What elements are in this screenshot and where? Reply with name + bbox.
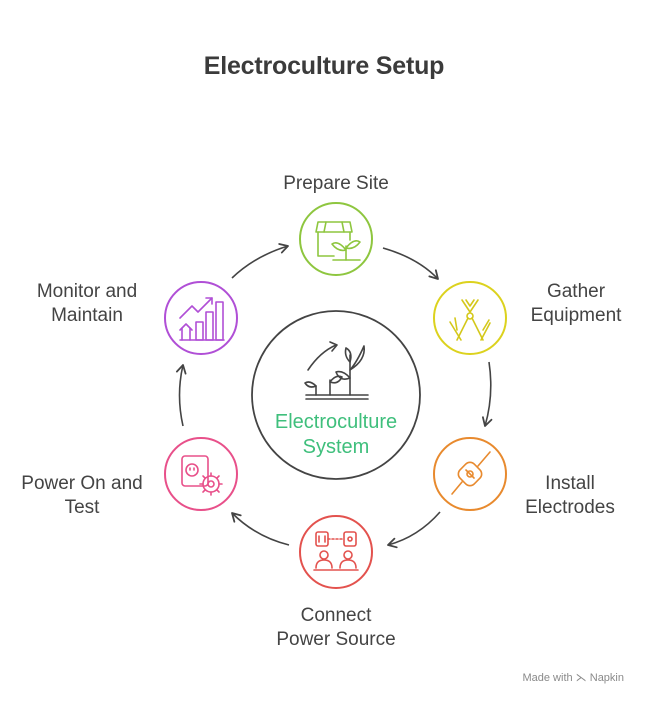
footer-credit: Made with ⋋ Napkin (522, 671, 624, 684)
center-label-line2: System (303, 436, 370, 458)
step-monitor-maintain: Monitor and Maintain (37, 281, 238, 355)
arrow-connect-to-power (231, 512, 290, 546)
step-power-on-test: Power On and Test (21, 437, 238, 518)
step-label-power-line1: Power On and (21, 473, 142, 494)
step-install-electrodes: Install Electrodes (433, 437, 615, 518)
step-label-install-line1: Install (545, 473, 595, 494)
plug-connection-icon (313, 531, 359, 571)
center-node: Electroculture System (251, 310, 421, 480)
step-label-gather-line1: Gather (547, 281, 606, 302)
arrow-install-to-connect (387, 511, 441, 549)
step-label-connect-line2: Power Source (276, 629, 395, 650)
plant-growth-icon (304, 341, 369, 400)
step-prepare-site: Prepare Site (283, 173, 389, 276)
footer-made-with: Made with (522, 672, 573, 684)
step-label-monitor-line2: Maintain (51, 305, 123, 326)
step-connect-power: Connect Power Source (276, 515, 396, 650)
center-label-line1: Electroculture (275, 411, 397, 433)
step-label-connect-line1: Connect (301, 605, 372, 626)
pliers-icon (449, 299, 491, 341)
arrow-power-to-monitor (175, 364, 187, 427)
step-gather-equipment: Gather Equipment (433, 281, 623, 355)
step-label-power-line2: Test (65, 497, 101, 518)
electrode-cable-icon (451, 451, 491, 495)
napkin-logo-icon: ⋋ (575, 672, 587, 684)
footer-brand: Napkin (589, 672, 624, 684)
growth-chart-icon (179, 297, 225, 341)
step-label-gather-line2: Equipment (531, 305, 623, 326)
step-label-install-line2: Electrodes (525, 497, 615, 518)
step-label-monitor-line1: Monitor and (37, 281, 137, 302)
page-title: Electroculture Setup (203, 52, 445, 80)
step-label-prepare-site: Prepare Site (283, 173, 389, 194)
socket-gear-icon (181, 455, 223, 496)
arrow-monitor-to-prepare (231, 243, 289, 279)
arrow-gather-to-install (481, 361, 493, 427)
box-with-plant-icon (315, 221, 361, 261)
arrow-prepare-to-gather (382, 247, 439, 280)
